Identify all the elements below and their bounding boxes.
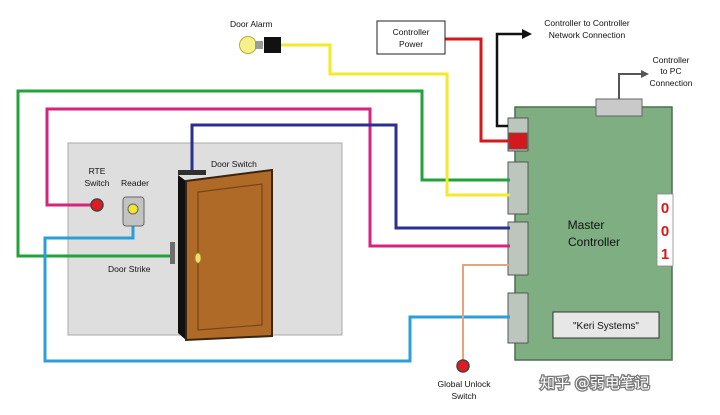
c2c-label-2: Network Connection xyxy=(549,30,626,40)
c2pc-label-1: Controller xyxy=(653,55,690,65)
power-terminal-red xyxy=(508,132,528,150)
wire-yellow-alarm xyxy=(280,43,510,197)
terminal-block-3 xyxy=(507,292,529,344)
controller-id-digit-2: 0 xyxy=(661,223,669,240)
door-switch-label: Door Switch xyxy=(211,159,257,169)
door-strike xyxy=(170,242,175,264)
controller-id-panel xyxy=(656,193,674,267)
light-bulb-icon xyxy=(239,36,281,54)
controller-id-digit-1: 0 xyxy=(661,200,669,217)
master-controller-label-2: Controller xyxy=(568,235,620,249)
reader-icon xyxy=(122,196,145,227)
rte-button-icon xyxy=(90,198,104,212)
master-controller-label-1: Master xyxy=(568,218,605,232)
wire-orange-global-unlock xyxy=(462,264,510,362)
global-unlock-button-icon xyxy=(456,359,470,373)
network-arrow-icon xyxy=(522,29,532,39)
reader-label: Reader xyxy=(121,178,149,188)
brand-plate xyxy=(552,311,660,339)
global-unlock-label-2: Switch xyxy=(451,391,476,401)
controller-power-box xyxy=(376,20,446,55)
door-switch-bar xyxy=(178,170,206,175)
wire-navy-door-switch xyxy=(190,123,510,230)
c2pc-label-2: to PC xyxy=(660,66,681,76)
wire-magenta-rte xyxy=(45,107,510,248)
wire-network xyxy=(495,32,522,128)
door-knob xyxy=(194,252,202,264)
wire-red-power xyxy=(445,37,509,143)
wire-blue-reader xyxy=(43,225,510,363)
global-unlock-label-1: Global Unlock xyxy=(438,379,492,389)
terminal-block-2 xyxy=(507,221,529,276)
controller-id-digit-3: 1 xyxy=(661,246,669,263)
c2c-label-1: Controller to Controller xyxy=(544,18,630,28)
door-alarm-label: Door Alarm xyxy=(230,19,273,29)
rte-label-2: Switch xyxy=(84,178,109,188)
controller-power-label-1: Controller xyxy=(393,27,430,37)
c2pc-label-3: Connection xyxy=(649,78,692,88)
door xyxy=(178,168,273,342)
rte-label-1: RTE xyxy=(89,166,106,176)
pc-arrow-icon xyxy=(641,70,649,78)
wire-pc xyxy=(618,73,641,99)
brand-label: "Keri Systems" xyxy=(573,321,639,332)
pc-connection-port xyxy=(595,98,643,117)
watermark: 知乎 @弱电笔记 xyxy=(540,374,650,392)
door-strike-label: Door Strike xyxy=(108,264,151,274)
controller-power-label-2: Power xyxy=(399,39,423,49)
terminal-block-1 xyxy=(507,161,529,215)
